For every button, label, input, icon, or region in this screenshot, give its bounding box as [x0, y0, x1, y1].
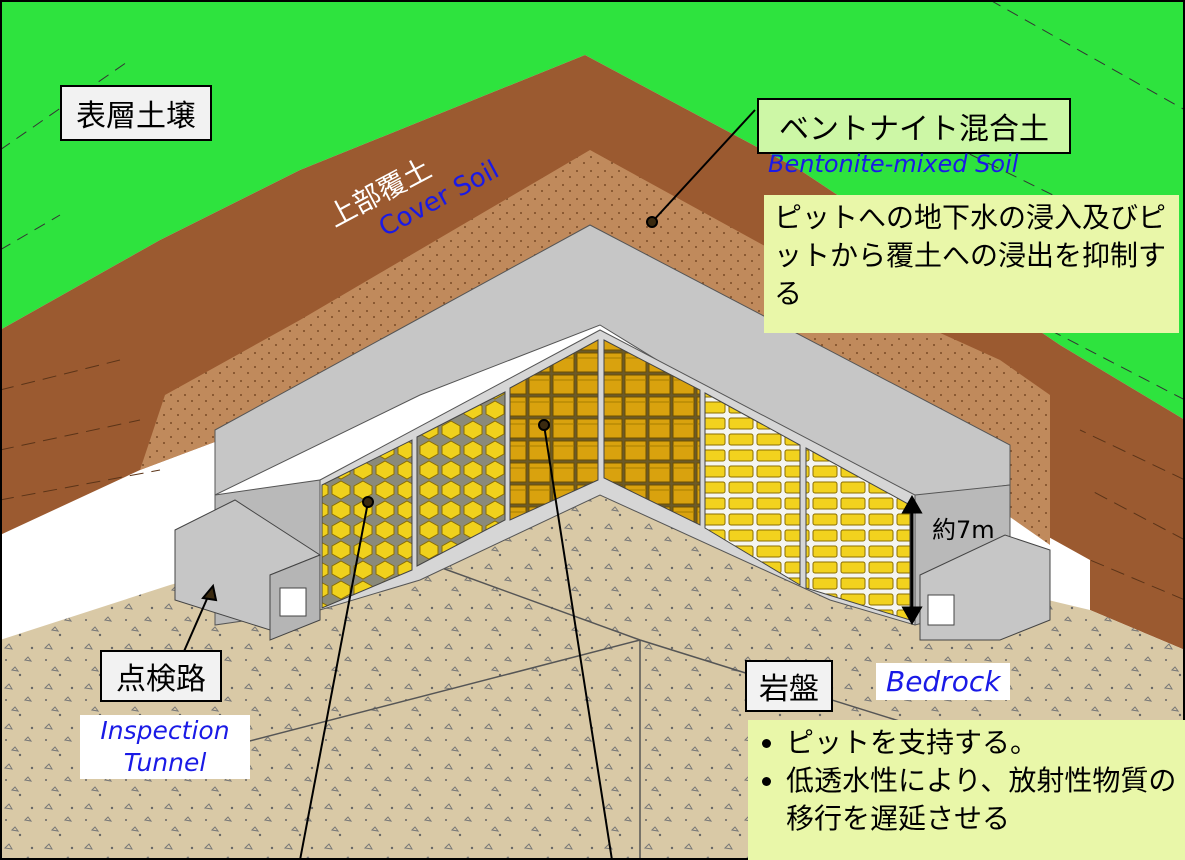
- bedrock-bullet-2: 低透水性により、放射性物質の移行を遅延させる: [786, 762, 1178, 838]
- cover-soil-strata: [0, 359, 1185, 601]
- waste-cell-4: [603, 339, 701, 526]
- cover-soil-band: [0, 55, 1185, 650]
- bedrock-en-label: Bedrock: [876, 663, 1011, 700]
- inspection-tunnel-left-opening: [279, 587, 307, 617]
- inspection-tunnel-en-label: Inspection Tunnel: [80, 715, 250, 779]
- bentonite-en-label: Bentonite-mixed Soil: [768, 150, 1019, 178]
- bedrock-note: ピットを支持する。 低透水性により、放射性物質の移行を遅延させる: [748, 720, 1185, 860]
- bedrock-bullets: ピットを支持する。 低透水性により、放射性物質の移行を遅延させる: [758, 724, 1178, 838]
- height-arrow: [901, 494, 923, 626]
- height-label: 約7m: [932, 516, 995, 544]
- bentonite-note: ピットへの地下水の浸入及びピットから覆土への浸出を抑制する: [764, 195, 1179, 333]
- waste-cell-3: [509, 339, 599, 521]
- waste-cell-2: [416, 391, 506, 567]
- bedrock-bullet-1: ピットを支持する。: [786, 724, 1178, 762]
- inspection-tunnel-label: 点検路: [100, 650, 222, 702]
- waste-cell-5: [704, 392, 801, 586]
- surface-soil-label: 表層土壌: [60, 85, 212, 141]
- bentonite-label: ベントナイト混合土: [757, 98, 1071, 154]
- bedrock-label: 岩盤: [745, 660, 833, 712]
- leader-lines: [177, 109, 756, 860]
- inspection-en-line-1: Inspection: [100, 716, 230, 745]
- inspection-en-line-2: Tunnel: [123, 748, 207, 777]
- waste-cell-1: [321, 439, 413, 609]
- inspection-tunnel-right-opening: [927, 594, 955, 626]
